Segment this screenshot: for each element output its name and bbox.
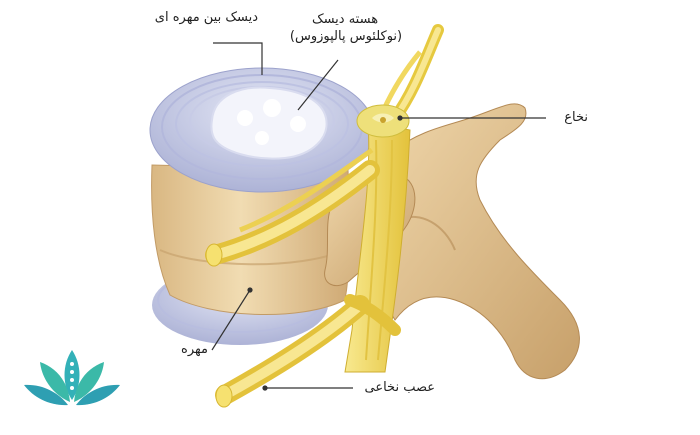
spinal-cord-section [356,104,410,138]
lotus-logo-icon [24,350,120,406]
spinal-nerves [205,24,444,408]
label-vertebra: مهره [181,342,208,357]
label-spinal-nerve: عصب نخاعی [364,380,436,395]
label-intervertebral-disc: دیسک بین مهره ای [154,10,258,25]
leader-lines [211,42,546,391]
label-nucleus-line2: (نوکلئوس پالپوزوس) [289,29,403,44]
label-nucleus-line1: هسته دیسک [311,12,379,27]
label-spinal-cord: نخاع [564,110,588,125]
nucleus-pulposus [210,86,328,160]
